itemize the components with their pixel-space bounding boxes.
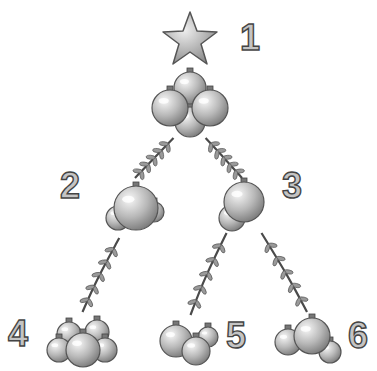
garland-leaf <box>105 247 115 253</box>
ornament-shine <box>202 331 208 334</box>
ornament-shine <box>199 98 209 104</box>
ornament-drawing <box>100 178 170 238</box>
ornament-cluster: 5 <box>158 315 223 365</box>
garland-leaves <box>79 141 308 309</box>
ornament-sphere <box>66 333 100 367</box>
callout-number: 1 <box>240 20 260 56</box>
garland-leaf <box>193 285 203 292</box>
ornament-sphere <box>294 318 330 354</box>
ornament-shine <box>159 98 169 104</box>
garland-leaf <box>220 157 225 166</box>
garland-leaf <box>295 297 302 307</box>
ornament-ball <box>192 86 228 126</box>
ornament-sphere <box>152 90 188 126</box>
garland-leaf <box>227 164 232 173</box>
ornament-shine <box>89 325 96 329</box>
ornament-ball <box>114 182 158 230</box>
garland-leaf <box>139 162 148 167</box>
garland-leaf <box>159 141 168 146</box>
ornament-drawing <box>212 178 272 233</box>
ornament-shine <box>280 335 287 339</box>
callout-number: 5 <box>226 318 246 354</box>
garland-leaf <box>214 150 219 159</box>
star-topper <box>163 12 217 64</box>
ornament-ball <box>224 178 264 222</box>
ornament-sphere <box>192 90 228 126</box>
ornament-shine <box>72 340 82 345</box>
garland-leaf <box>280 270 287 280</box>
ornament-ball <box>294 314 330 354</box>
garland-leaf <box>264 244 271 254</box>
garland-leaf <box>98 259 108 265</box>
ornament-cluster: 2 <box>100 178 170 238</box>
ornament-shine <box>301 326 311 332</box>
ornament-drawing <box>150 68 230 138</box>
ornament-shine <box>61 327 68 331</box>
garland-leaf <box>187 299 197 306</box>
garland-leaf <box>133 169 142 174</box>
ornament-ball <box>182 333 210 365</box>
ornament-cluster: 1 <box>150 68 230 138</box>
garland <box>262 233 308 312</box>
ornament-drawing <box>158 315 223 365</box>
callout-number: 4 <box>8 316 28 352</box>
ornament-drawing <box>272 312 342 367</box>
callout-number: 2 <box>60 168 80 204</box>
ornament-shine <box>51 343 58 347</box>
callout-number: 3 <box>282 168 302 204</box>
ornament-shine <box>180 79 189 84</box>
ornament-cluster: 6 <box>272 312 342 367</box>
ornament-cluster: 3 <box>212 178 272 233</box>
garland-leaf <box>212 243 222 249</box>
ornament-cluster: 4 <box>45 312 120 367</box>
garland-leaf <box>146 155 155 160</box>
ornament-sphere <box>182 337 210 365</box>
ornament-ball <box>66 329 100 367</box>
garland-leaf <box>199 271 209 277</box>
ornament-drawing <box>45 312 120 367</box>
ornament-shine <box>187 343 195 347</box>
garland-leaf <box>208 143 213 152</box>
garland-leaf <box>79 297 89 303</box>
callout-number: 6 <box>348 318 368 354</box>
ornament-shine <box>166 332 175 337</box>
ornament-shine <box>122 196 134 203</box>
ornament-shine <box>231 191 242 197</box>
garland-leaf <box>153 148 162 153</box>
garland-leaf <box>272 257 279 267</box>
ornament-sphere <box>224 182 264 222</box>
garland-leaf <box>233 170 238 179</box>
ornament-ball <box>152 86 188 126</box>
garland-leaf <box>287 284 294 294</box>
garland-leaf <box>85 284 95 290</box>
garland-leaf <box>91 272 101 278</box>
garland-leaf <box>205 257 215 263</box>
ornament-sphere <box>114 186 158 230</box>
